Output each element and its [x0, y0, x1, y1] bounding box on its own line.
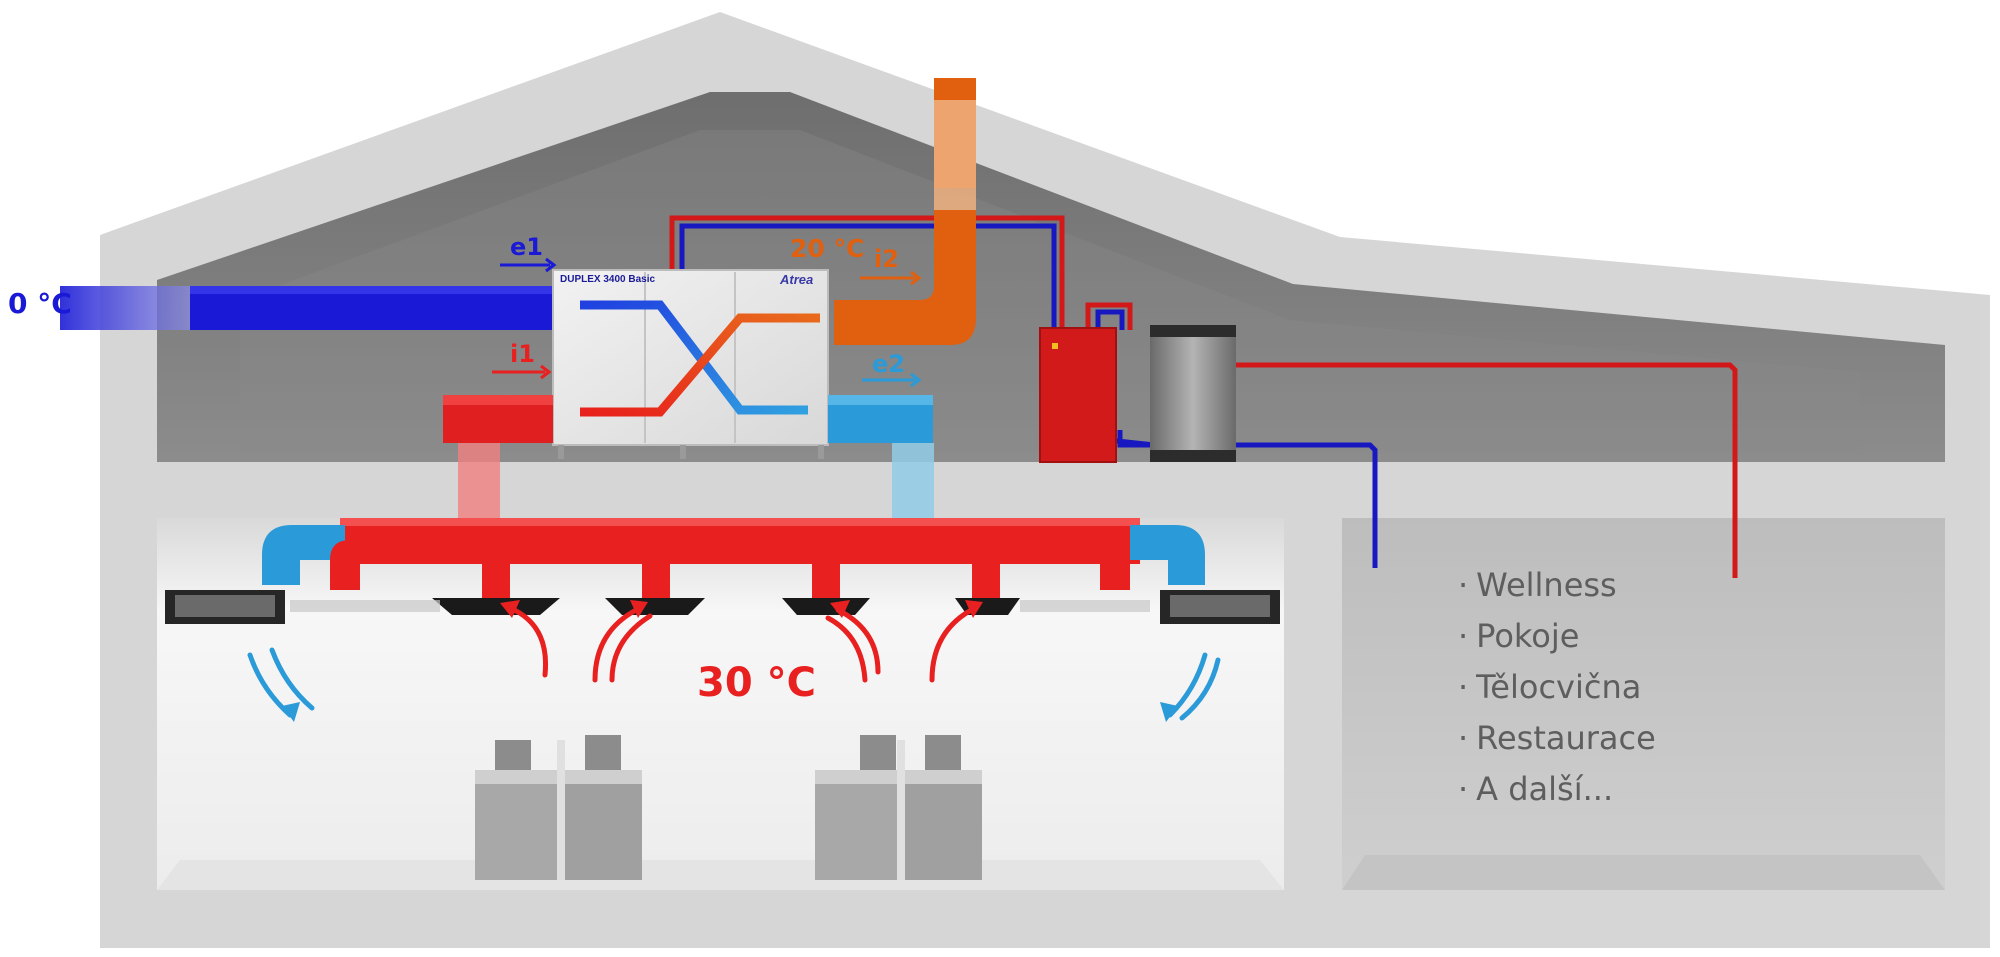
pipe-blue-tank — [1095, 309, 1125, 330]
heat-pump-cabinet — [1039, 327, 1117, 463]
bullet: · — [1458, 719, 1469, 757]
drop-1 — [482, 560, 510, 598]
other-rooms — [1342, 518, 1945, 890]
other-rooms-floor — [1342, 855, 1945, 890]
cool-air-arrow-right-2 — [1179, 657, 1221, 721]
hood-1 — [432, 598, 560, 615]
kitchen-hoods — [165, 590, 1280, 624]
unit-model-label: DUPLEX 3400 Basic — [560, 274, 656, 285]
hood-3 — [782, 598, 870, 615]
cooking-station-1 — [475, 735, 642, 880]
floor-slab — [157, 462, 1945, 518]
bullet: · — [1458, 617, 1469, 655]
exhaust-chimney — [834, 78, 976, 345]
flow-label-i1: i1 — [510, 340, 535, 368]
room-item: ·Pokoje — [1458, 611, 1656, 662]
room-label-telocvicna: Tělocvična — [1476, 668, 1642, 706]
air-handling-unit — [552, 269, 829, 459]
cool-air-arrow-left-1 — [247, 652, 293, 718]
warm-air-arrow-1 — [507, 605, 549, 678]
i1-arrow-head — [540, 364, 552, 380]
warm-air-arrow-3 — [609, 613, 653, 683]
unit-connections — [443, 395, 934, 518]
e2-arrow-head — [910, 372, 922, 388]
kitchen-floor — [157, 860, 1284, 890]
room-list: ·Wellness ·Pokoje ·Tělocvična ·Restaurac… — [1458, 560, 1656, 815]
warm-air-arrow-2 — [592, 605, 643, 683]
chimney-through-roof — [934, 100, 976, 210]
unit-body — [552, 269, 829, 446]
supply-branch-right — [1100, 540, 1130, 590]
room-label-wellness: Wellness — [1476, 566, 1617, 604]
pipe-red-tank — [1085, 302, 1133, 330]
pipe-red-loop — [669, 215, 1065, 330]
drop-3 — [812, 560, 840, 598]
kitchen-duct-network — [262, 518, 1205, 598]
chimney-elbow — [834, 210, 976, 345]
heat-pump-pipes — [669, 215, 1738, 578]
room-label-a-dalsi: A další... — [1476, 770, 1614, 808]
room-item: ·Wellness — [1458, 560, 1656, 611]
room-item: ·Tělocvična — [1458, 662, 1656, 713]
intake-duct — [60, 286, 555, 330]
storage-tank — [1150, 325, 1236, 462]
flow-label-e2: e2 — [872, 350, 905, 378]
bullet: · — [1458, 668, 1469, 706]
warm-air-arrow-6 — [929, 605, 978, 683]
cool-air-arrow-left-2 — [269, 647, 315, 711]
cooking-equipment — [475, 735, 982, 880]
bullet: · — [1458, 566, 1469, 604]
flow-label-e1: e1 — [510, 233, 543, 261]
supply-drop — [458, 443, 500, 518]
warm-air-arrow-4 — [835, 607, 881, 675]
drop-2 — [642, 560, 670, 598]
heat-pump — [1039, 325, 1236, 463]
flow-markers — [492, 257, 922, 388]
room-item: ·Restaurace — [1458, 713, 1656, 764]
room-label-pokoje: Pokoje — [1476, 617, 1580, 655]
exhaust-temperature: 20 °C — [790, 234, 865, 263]
flow-label-i2: i2 — [874, 245, 899, 273]
supply-branch-left — [330, 540, 360, 590]
room-label-restaurace: Restaurace — [1476, 719, 1656, 757]
warm-air-arrow-5 — [825, 615, 868, 683]
pipe-blue-loop — [679, 223, 1057, 330]
extract-elbow-left — [262, 525, 345, 585]
e1-arrow-head — [545, 257, 557, 273]
hood-2 — [605, 598, 705, 615]
heat-exchanger-cold — [580, 300, 808, 415]
heat-exchanger-warm — [580, 313, 820, 417]
airflow-arrow-heads — [282, 600, 1178, 722]
i2-arrow-head — [910, 270, 922, 286]
room-item: ·A další... — [1458, 764, 1656, 815]
outdoor-temperature: 0 °C — [8, 287, 72, 320]
kitchen-temperature: 30 °C — [697, 660, 816, 706]
building — [100, 12, 1990, 948]
intake-duct-outside — [60, 286, 190, 330]
unit-brand-logo: Atrea — [780, 272, 814, 287]
drop-4 — [972, 560, 1000, 598]
extract-drop — [892, 443, 934, 518]
pipe-red-to-rooms — [1236, 362, 1738, 578]
wall-divider — [1284, 518, 1342, 890]
cooking-station-2 — [815, 735, 982, 880]
bullet: · — [1458, 770, 1469, 808]
extract-elbow-right — [1130, 525, 1205, 585]
